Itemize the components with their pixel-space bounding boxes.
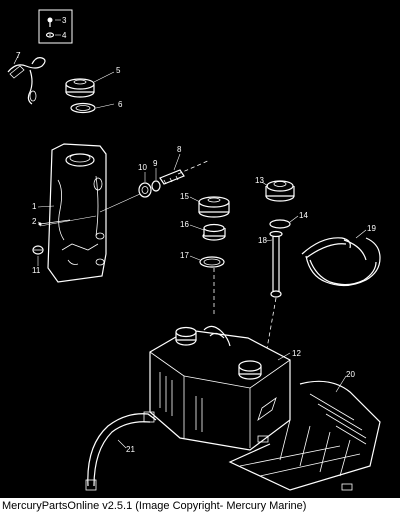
callout-16: 16 — [180, 220, 189, 229]
part-12-fuel-tank — [149, 325, 291, 451]
callout-6: 6 — [118, 100, 123, 109]
callout-5: 5 — [116, 66, 121, 75]
part-15-tank-cap — [198, 196, 230, 218]
callout-15: 15 — [180, 192, 189, 201]
legend-label-4: 4 — [62, 31, 67, 40]
callout-18: 18 — [258, 236, 267, 245]
callout-12: 12 — [292, 349, 301, 358]
callout-14: 14 — [299, 211, 308, 220]
part-19-fuel-hose — [301, 237, 381, 287]
callout-11: 11 — [32, 266, 41, 275]
part-7-fuel-line-clip — [7, 57, 46, 105]
part-6-gasket — [70, 102, 96, 114]
part-10-nut — [138, 182, 152, 198]
part-11-screw — [32, 245, 44, 255]
part-21-hold-down-strap — [85, 411, 157, 491]
callout-21: 21 — [126, 445, 135, 454]
callout-13: 13 — [255, 176, 264, 185]
callout-1: 1 — [32, 202, 37, 211]
part-5-tank-cap — [65, 78, 95, 98]
copyright-footer: MercuryPartsOnline v2.5.1 (Image Copyrig… — [0, 498, 400, 514]
part-20-mounting-tray — [228, 380, 381, 491]
legend-label-3: 3 — [62, 16, 67, 25]
part-8-fitting — [159, 169, 185, 185]
callout-17: 17 — [180, 251, 189, 260]
callout-19: 19 — [367, 224, 376, 233]
screw-icon — [47, 17, 53, 27]
part-16-adapter — [202, 223, 226, 241]
part-1-oil-reservoir — [47, 143, 107, 283]
callout-10: 10 — [138, 163, 147, 172]
part-14-gasket — [269, 219, 291, 229]
part-13-fuel-gauge-cap — [265, 180, 295, 202]
callout-labels: 7 5 6 1 2 11 8 9 10 13 14 15 16 17 18 19… — [16, 51, 376, 454]
callout-2: 2 — [32, 217, 37, 226]
part-9-washer — [151, 180, 161, 192]
parts-diagram: 3 4 — [7, 9, 381, 491]
assembly-line-fitting — [177, 159, 211, 175]
callout-8: 8 — [177, 145, 182, 154]
part-17-gasket — [199, 256, 225, 268]
callout-7: 7 — [16, 51, 21, 60]
part-18-pickup-tube — [269, 230, 283, 298]
callout-20: 20 — [346, 370, 355, 379]
callout-9: 9 — [153, 159, 158, 168]
assembly-line-tube-18 — [265, 297, 277, 355]
washer-icon — [45, 32, 55, 38]
legend: 3 4 — [38, 9, 73, 44]
